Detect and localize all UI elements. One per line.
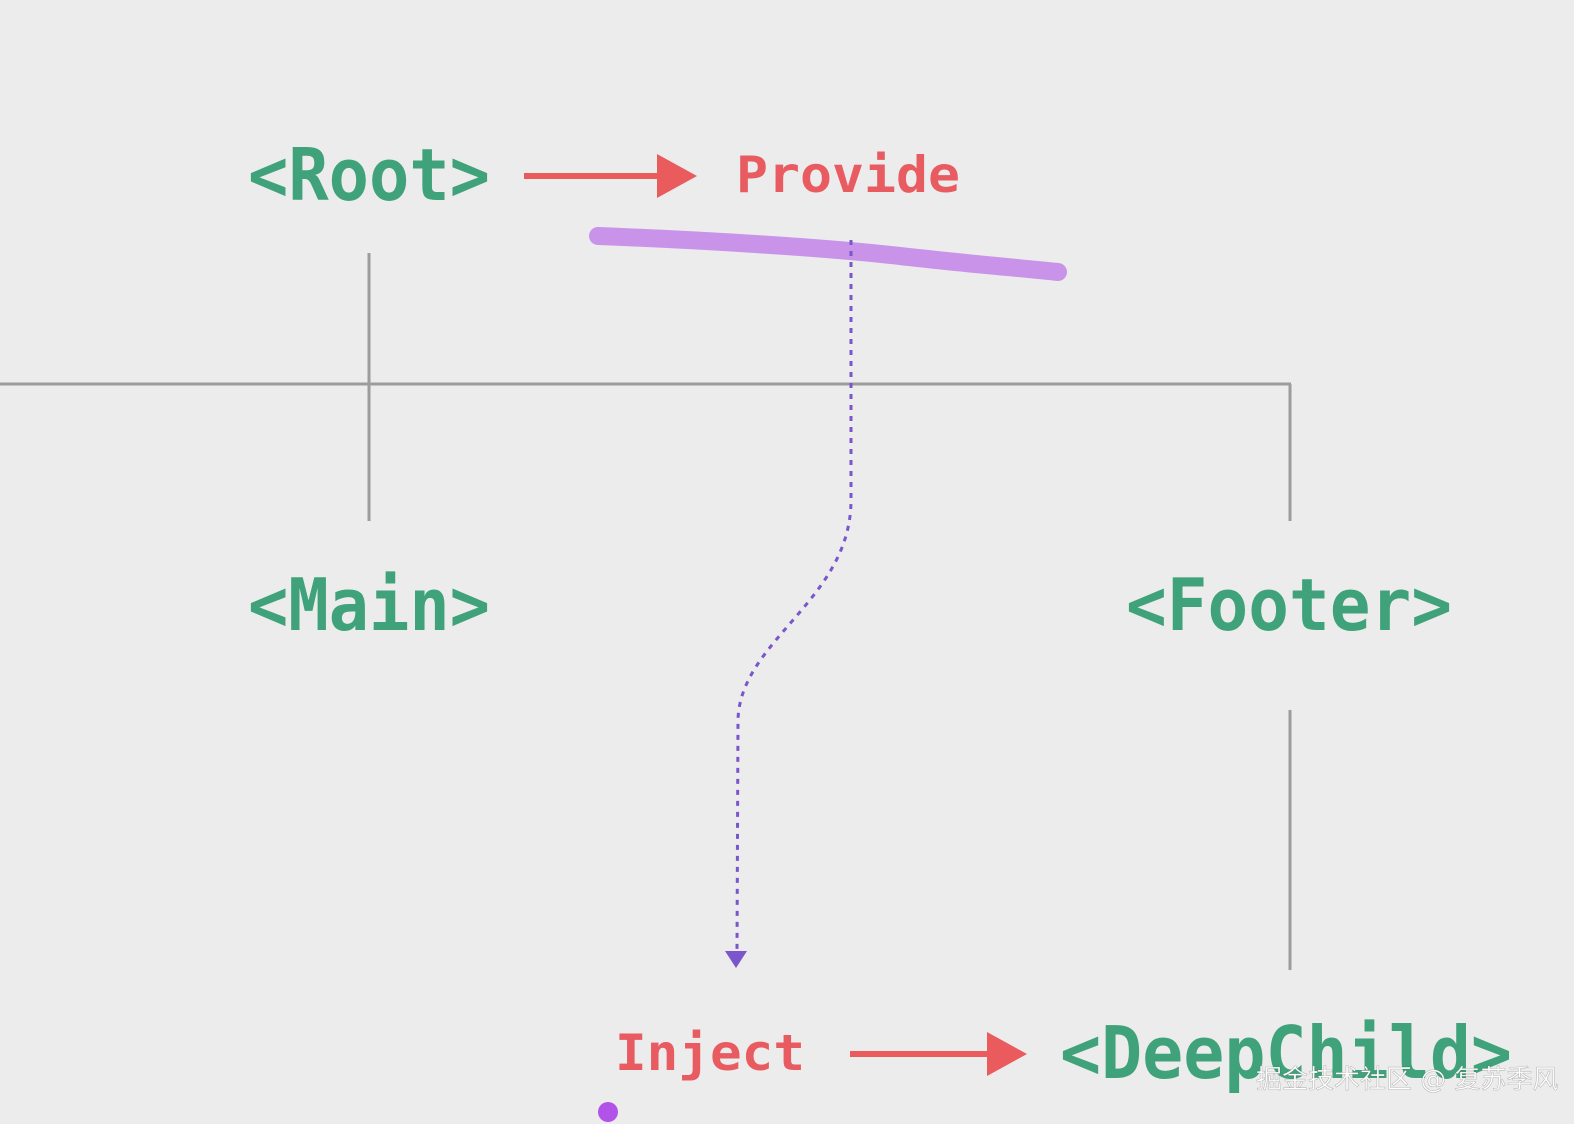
dotted-flow-path — [725, 240, 853, 968]
highlight-stroke — [589, 227, 1067, 281]
action-inject: Inject — [615, 1024, 805, 1082]
cursor-dot — [598, 1102, 618, 1122]
tree-lines — [0, 253, 1292, 970]
provide-arrow — [524, 154, 697, 198]
node-deep-child: <DeepChild> — [1060, 1011, 1512, 1095]
node-footer: <Footer> — [1126, 563, 1452, 647]
watermark-text: 掘金技术社区 @ 复苏季风 — [1256, 1065, 1559, 1095]
node-root: <Root> — [248, 133, 490, 217]
node-main: <Main> — [248, 563, 490, 647]
action-provide: Provide — [736, 146, 960, 204]
inject-arrow — [850, 1032, 1027, 1076]
dotted-path-arrowhead — [725, 951, 747, 968]
